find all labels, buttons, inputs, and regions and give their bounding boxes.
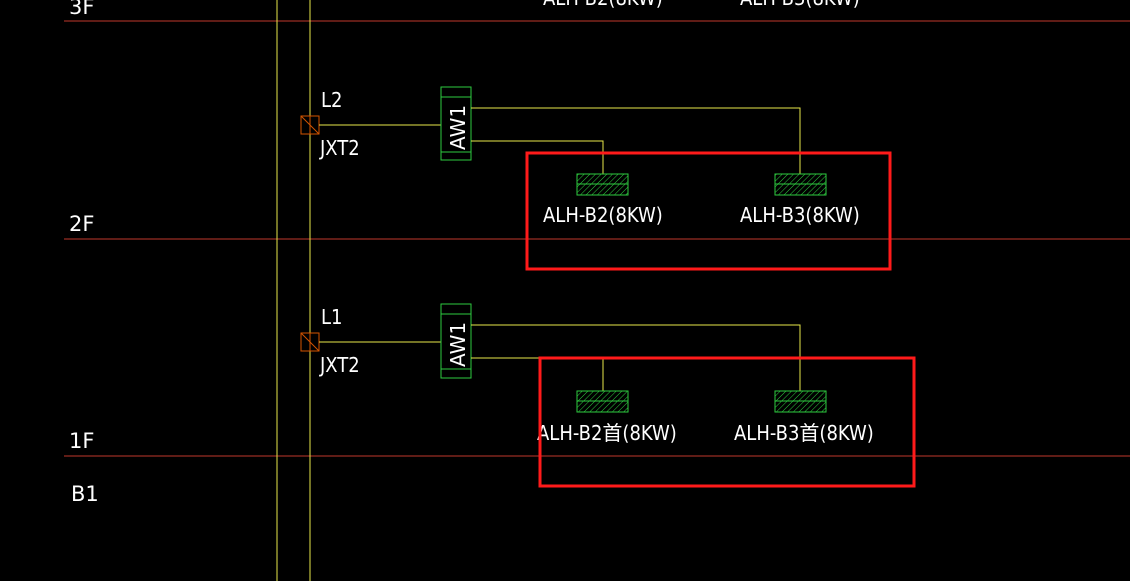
load-label-b2-2f: ALH-B2(8KW) xyxy=(543,203,663,227)
branch-feeder-b2-1f xyxy=(471,357,604,391)
line-label-l2: L2 xyxy=(321,88,342,112)
highlight-box-2f xyxy=(525,151,892,271)
load-label-b3-2f: ALH-B3(8KW) xyxy=(740,203,860,227)
cable-label-l2: JXT2 xyxy=(319,136,360,160)
cable-label-l1: JXT2 xyxy=(319,353,360,377)
line-label-l1: L1 xyxy=(321,305,342,329)
branch-feeder-b2-2f xyxy=(471,140,604,174)
floor-label-b1: B1 xyxy=(71,482,99,506)
floor-label-3f: 3F xyxy=(69,0,94,19)
floor-label-2f: 2F xyxy=(69,212,94,236)
panel-aw1-1f[interactable] xyxy=(440,303,472,379)
highlight-box-1f xyxy=(538,356,916,488)
circuit-l2: L2 JXT2 AW1 ALH-B2(8KW) ALH-B3(8KW) xyxy=(300,86,892,271)
load-label-b3-1f: ALH-B3首(8KW) xyxy=(734,421,874,445)
load-label-b2-1f: ALH-B2首(8KW) xyxy=(537,421,677,445)
top-load-label-b3: ALH-B3(8KW) xyxy=(740,0,860,10)
branch-feeder-b3-1f xyxy=(471,324,801,391)
circuit-l1: L1 JXT2 AW1 ALH-B2首(8KW) ALH-B3首(8KW) xyxy=(300,303,916,488)
panel-aw1-2f[interactable] xyxy=(440,86,472,161)
panel-aw1-1f-label: AW1 xyxy=(446,322,470,367)
top-load-label-b2: ALH-B2(8KW) xyxy=(543,0,663,10)
panel-aw1-2f-label: AW1 xyxy=(446,105,470,150)
floor-label-1f: 1F xyxy=(69,429,94,453)
